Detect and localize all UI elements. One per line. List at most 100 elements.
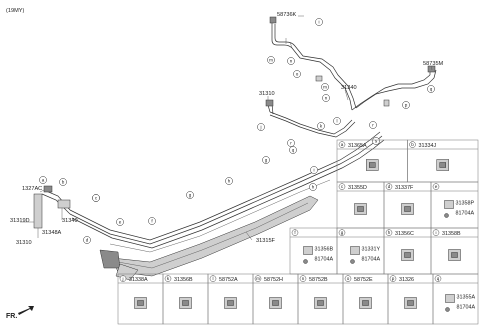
callout-letter: o — [296, 72, 299, 77]
callout-i: i — [310, 166, 318, 174]
table-sub-part: 31358P — [456, 201, 475, 207]
callout-group: imnomnqplkjrhscabcdefghgiqr — [39, 18, 435, 244]
table-sub-part: 31331Y — [362, 247, 381, 253]
table-part-number: 31358B — [442, 231, 461, 237]
table-part-number: 31338A — [129, 277, 148, 283]
part-icon — [401, 203, 414, 215]
left-components — [33, 185, 71, 238]
callout-letter: e — [119, 220, 122, 225]
label-31310-right: 31310 — [259, 91, 275, 97]
callout-letter: n — [290, 59, 293, 64]
front-indicator: FR. — [6, 306, 34, 320]
connector-58735M — [427, 65, 436, 73]
callout-letter: r — [372, 123, 374, 128]
part-icon — [269, 297, 282, 309]
table-part-number: 31326 — [399, 277, 414, 283]
table-letter: q — [437, 276, 440, 281]
label-31310-left: 31310 — [16, 240, 32, 246]
table-part-number: 31356B — [174, 277, 193, 283]
table-part-number: 58752H — [264, 277, 283, 283]
bolt-1327AC — [43, 185, 53, 193]
table-sub-part: 31355A — [457, 295, 476, 301]
callout-letter: d — [86, 238, 89, 243]
table-part-number: 31355D — [348, 185, 367, 191]
table-sub-part: 81704A — [315, 257, 334, 263]
callout-letter: n — [325, 96, 328, 101]
callout-b: b — [59, 178, 67, 186]
callout-letter: i — [318, 20, 319, 25]
connector-58736K — [269, 16, 277, 24]
callout-letter: k — [320, 124, 323, 129]
model-year-label: (19MY) — [6, 8, 24, 14]
callout-r: r — [287, 139, 295, 147]
table-cell-p: p 31326 — [387, 273, 434, 325]
callout-letter: m — [269, 58, 273, 63]
part-icon — [445, 294, 455, 312]
table-letter: m — [256, 276, 260, 281]
table-letter: f — [294, 230, 296, 235]
callout-o: o — [293, 70, 301, 78]
label-31348A: 31348A — [42, 230, 62, 236]
callout-s: s — [372, 137, 380, 145]
table-letter: o — [347, 276, 350, 281]
table-letter: j — [121, 276, 123, 281]
callout-letter: r — [290, 141, 292, 146]
label-31315F: 31315F — [256, 238, 276, 244]
table-letter: g — [341, 230, 344, 235]
table-sub-part: 81704A — [362, 257, 381, 263]
callout-letter: s — [375, 139, 378, 144]
table-cell-h: h 31356C — [383, 227, 432, 275]
part-icon — [354, 203, 367, 215]
label-31319D: 31319D — [10, 218, 30, 224]
callout-m: m — [321, 83, 329, 91]
callout-m: m — [267, 56, 275, 64]
table-letter: h — [388, 230, 391, 235]
part-icon — [350, 246, 360, 264]
table-part-number: 31365A — [348, 143, 367, 149]
callout-f: f — [148, 217, 156, 225]
callout-q: q — [289, 146, 297, 154]
canister-tray — [99, 195, 319, 281]
leader-lines — [20, 15, 433, 241]
callout-letter: l — [336, 119, 337, 124]
callout-letter: c — [95, 196, 98, 201]
callout-h: h — [225, 177, 233, 185]
part-icon — [359, 297, 372, 309]
table-part-number: 31356C — [395, 231, 414, 237]
table-letter: a — [341, 142, 344, 147]
callout-letter: h — [312, 185, 315, 190]
callout-j: j — [257, 123, 265, 131]
table-letter: p — [392, 276, 395, 281]
table-cell-j: j 31338A — [117, 273, 164, 325]
callout-g: g — [262, 156, 270, 164]
table-cell-c: c 31355D — [336, 181, 385, 229]
callout-letter: a — [42, 178, 45, 183]
hose-31340 — [57, 199, 71, 209]
connector-31340-top — [265, 99, 274, 107]
callout-letter: m — [323, 85, 327, 90]
clip-block — [383, 99, 390, 107]
table-letter: c — [341, 184, 344, 189]
callout-letter: j — [259, 125, 261, 130]
part-icon — [314, 297, 327, 309]
callout-l: l — [333, 117, 341, 125]
callout-c: c — [92, 194, 100, 202]
label-31340-left: 31340 — [62, 218, 78, 224]
bracket-31319D — [33, 193, 43, 229]
table-letter: l — [212, 276, 213, 281]
front-arrow-icon — [18, 306, 34, 315]
main-pipe-bundle — [41, 131, 385, 253]
callout-r: r — [369, 121, 377, 129]
callout-h: h — [309, 183, 317, 191]
callout-letter: b — [62, 180, 65, 185]
callout-letter: f — [151, 219, 153, 224]
label-58736K: 58736K — [277, 12, 297, 18]
